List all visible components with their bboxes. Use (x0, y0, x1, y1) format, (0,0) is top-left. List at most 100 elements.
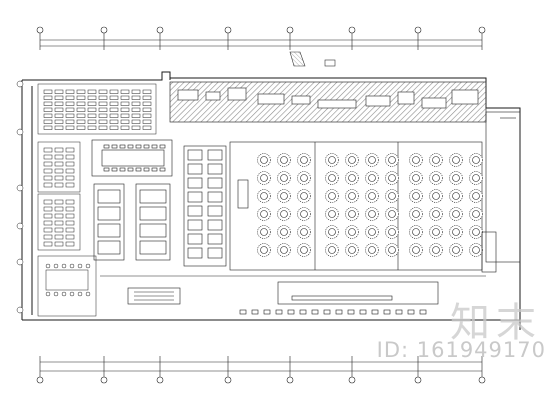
chair (111, 144, 118, 149)
grid-bubble (16, 184, 24, 192)
seat (76, 113, 86, 118)
seat (43, 206, 53, 212)
seat (43, 95, 53, 100)
round-table-top (368, 210, 376, 218)
meeting-room (91, 139, 173, 177)
seat (87, 89, 97, 94)
seat (54, 107, 64, 112)
chair (85, 291, 91, 297)
lobby-chair (347, 309, 355, 315)
chair (119, 167, 126, 172)
round-table-top (388, 192, 396, 200)
round-table-top (452, 210, 460, 218)
seat (65, 241, 75, 247)
seat (65, 168, 75, 174)
grid-bubble (36, 26, 44, 34)
seat (43, 154, 53, 160)
chair (45, 291, 51, 297)
round-table-top (300, 210, 308, 218)
seat (54, 95, 64, 100)
grid-bubble (414, 376, 422, 384)
seat (87, 119, 97, 124)
kitchen-equipment (451, 89, 479, 105)
toilet-stall (207, 205, 223, 217)
seat (98, 95, 108, 100)
seat (131, 113, 141, 118)
round-table-top (368, 228, 376, 236)
seat (142, 95, 152, 100)
seat (65, 206, 75, 212)
seat (87, 125, 97, 130)
watermark-id: ID: 161949170 (376, 338, 546, 362)
grid-bubble (36, 376, 44, 384)
grid-bubble (478, 376, 486, 384)
round-table-top (412, 246, 420, 254)
round-table-top (412, 228, 420, 236)
auditorium-seating (37, 83, 157, 135)
seat (65, 107, 75, 112)
round-table-top (432, 156, 440, 164)
lobby-chair (275, 309, 283, 315)
round-table-top (368, 192, 376, 200)
toilet-block (183, 145, 227, 267)
seat (43, 89, 53, 94)
seat (98, 113, 108, 118)
grid-bubble (16, 306, 24, 314)
chair (119, 144, 126, 149)
toilet-stall (187, 191, 203, 203)
round-table-top (300, 246, 308, 254)
service-cores (93, 183, 171, 261)
lobby-chair (239, 309, 247, 315)
round-table-top (300, 156, 308, 164)
round-table-top (280, 156, 288, 164)
seat (142, 113, 152, 118)
chair (143, 144, 150, 149)
seat (54, 161, 64, 167)
seat (54, 113, 64, 118)
chair (135, 167, 142, 172)
seat (120, 113, 130, 118)
seat (43, 161, 53, 167)
seat (54, 234, 64, 240)
round-table-top (452, 246, 460, 254)
lift-shaft (97, 189, 121, 204)
round-table-top (280, 210, 288, 218)
seat (54, 101, 64, 106)
round-table-top (280, 192, 288, 200)
round-table-top (472, 210, 480, 218)
seat (98, 125, 108, 130)
seat (54, 220, 64, 226)
seat (43, 147, 53, 153)
chair (159, 167, 166, 172)
seat (43, 168, 53, 174)
seat (131, 101, 141, 106)
lift-shaft (97, 223, 121, 238)
seat (76, 119, 86, 124)
grid-bubbles (16, 80, 24, 314)
seat (98, 119, 108, 124)
round-table-top (388, 228, 396, 236)
seat (142, 107, 152, 112)
lift-shaft (139, 223, 167, 238)
chair (103, 144, 110, 149)
round-table-top (432, 246, 440, 254)
lobby-chair (395, 309, 403, 315)
seat (87, 101, 97, 106)
lobby-chair (311, 309, 319, 315)
seat (120, 125, 130, 130)
seat (43, 241, 53, 247)
round-table-top (260, 228, 268, 236)
toilet-stall (187, 233, 203, 245)
seat (54, 175, 64, 181)
round-table-top (348, 174, 356, 182)
table (45, 269, 89, 291)
grid-bubble (16, 222, 24, 230)
round-table-top (452, 156, 460, 164)
lift-shaft (139, 206, 167, 221)
seat (65, 227, 75, 233)
round-table-top (388, 246, 396, 254)
round-table-top (280, 174, 288, 182)
seat (131, 119, 141, 124)
chair (61, 263, 67, 269)
